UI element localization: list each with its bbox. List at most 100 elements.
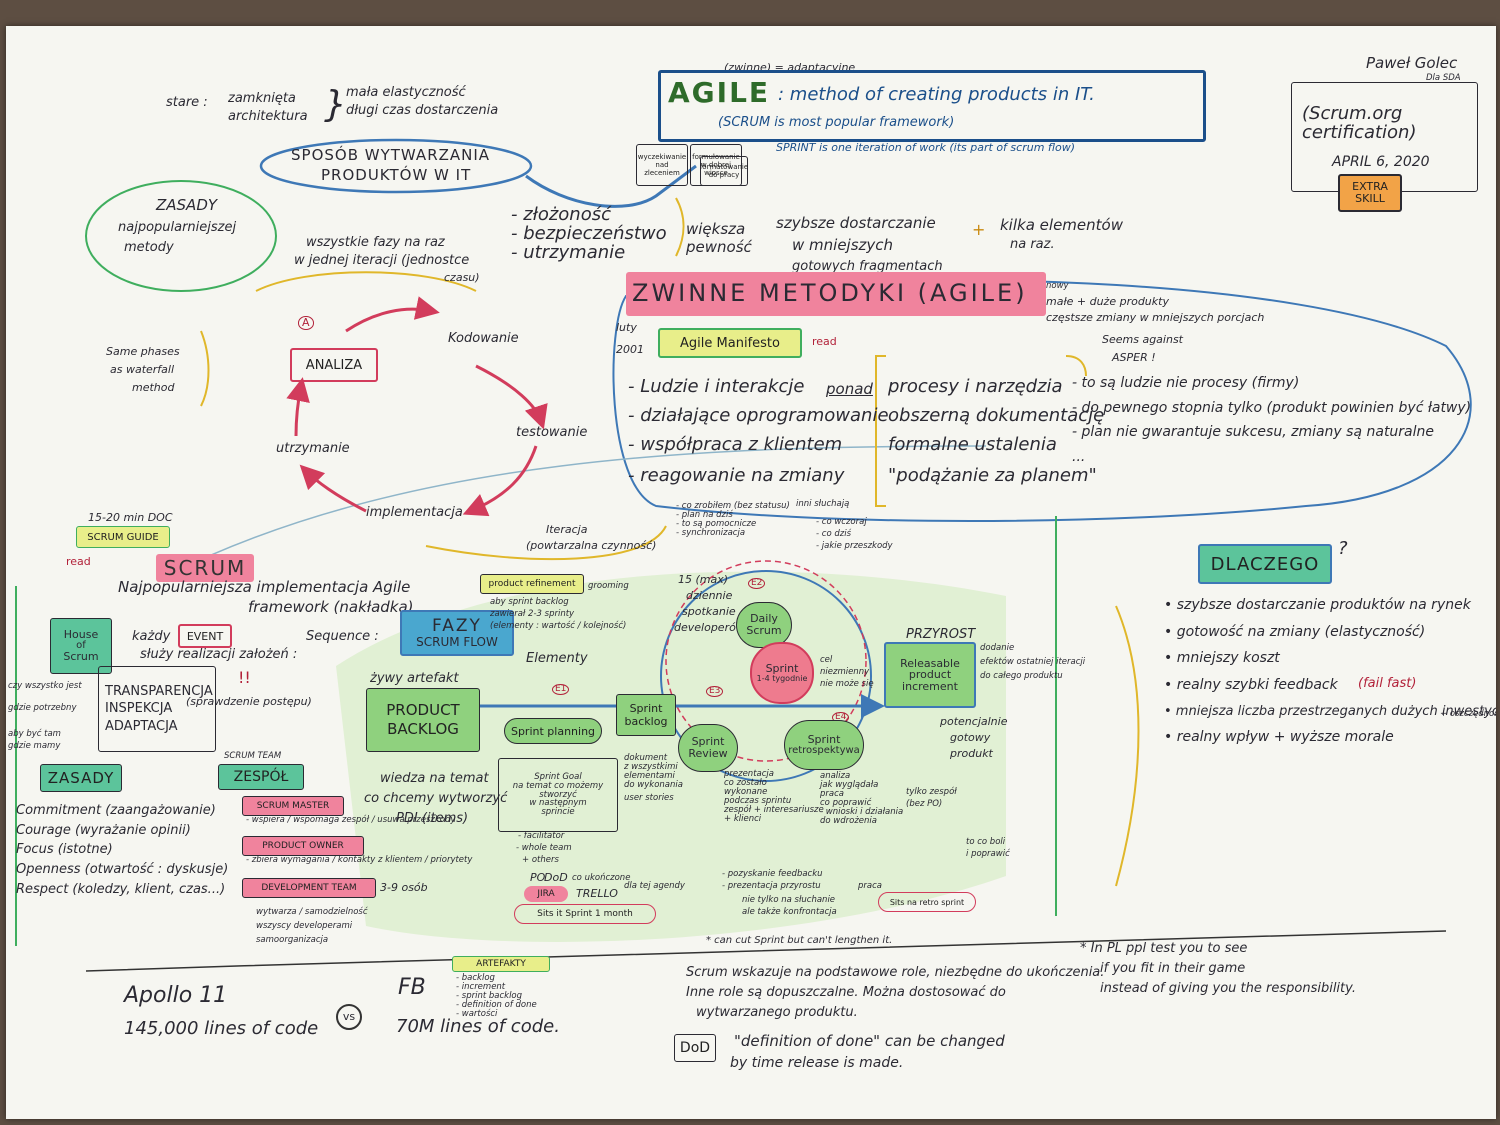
agile-scrum-note: (SCRUM is most popular framework) — [718, 115, 955, 130]
refinement-note-3: zawierał 2-3 sprinty — [490, 609, 575, 619]
house-of-scrum-box: House of Scrum — [50, 618, 112, 674]
manifesto-right: procesy i narzędzia obszerną dokumentacj… — [888, 376, 1104, 486]
asper-1: Seems against — [1102, 333, 1183, 346]
inc-note-2: efektów ostatniej iteracji — [980, 657, 1086, 667]
dlaczego-item: • szybsze dostarczanie produktów na ryne… — [1164, 597, 1471, 613]
dlaczego-item: • mniejsza liczba przestrzeganych dużych… — [1164, 703, 1496, 719]
dlaczego-list: • szybsze dostarczanie produktów na ryne… — [1164, 598, 1496, 745]
increment-line: increment — [902, 679, 958, 693]
iteracja-2: (powtarzalna czynność) — [526, 539, 657, 552]
fast-line-1: szybsze dostarczanie — [776, 214, 936, 232]
artifact-item: - definition of done — [456, 999, 537, 1010]
product-owner-note: - zbiera wymagania / kontakty z klientem… — [246, 855, 473, 865]
agile-definition: : method of creating products in IT. — [778, 84, 1095, 105]
agile-title: AGILE — [668, 76, 771, 109]
zasady-pop-line-2: najpopularniejszej — [118, 220, 237, 235]
manifesto-over: formalne ustalenia — [888, 433, 1057, 455]
artifacts-box: ARTEFAKTY — [452, 956, 550, 972]
cycle-implementacja: implementacja — [366, 505, 463, 520]
retro-note: - wnioski i działania — [820, 806, 904, 817]
daily-question: - synchronizacja — [676, 527, 746, 538]
inspekcja-note: (sprawdzenie postępu) — [186, 695, 312, 708]
author-sub: Dla SDA — [1426, 73, 1461, 83]
cycle-top-2: w jednej iteracji (jednostce — [294, 253, 470, 268]
scrum-guide-read: read — [66, 555, 91, 568]
facilitator-1: - facilitator — [518, 831, 565, 841]
review-note: prezentacja — [724, 769, 774, 779]
artifacts-list: - backlog - increment - sprint backlog -… — [456, 974, 537, 1019]
event-note: służy realizacji założeń : — [140, 647, 298, 662]
stamp-date: APRIL 6, 2020 — [1332, 153, 1430, 170]
manifesto-left: - Ludzie i interakcje - działające oprog… — [628, 377, 889, 486]
artifact-item: - wartości — [456, 1008, 498, 1019]
manifesto-over: "podążanie za planem" — [888, 464, 1097, 486]
daily-label-1: Daily — [750, 612, 778, 626]
refinement-note-2: aby sprint backlog — [490, 597, 569, 607]
planning-note: sprincie — [541, 807, 575, 818]
scrum-title: SCRUM — [156, 554, 254, 582]
house-left-2: gdzie potrzebny — [8, 703, 77, 713]
complexity-item: - złożoność — [511, 204, 612, 225]
extra-skill-badge: EXTRA SKILL — [1338, 174, 1402, 212]
daily-question: - co zrobiłem (bez statusu) — [676, 501, 790, 511]
cycle-analiza: ANALIZA — [290, 348, 378, 382]
old-brace: } — [324, 84, 347, 125]
praca-label: praca — [858, 881, 882, 891]
daily-questions: - co zrobiłem (bez statusu) - plan na dz… — [676, 502, 790, 538]
event-e2-marker: E2 — [748, 578, 766, 590]
agile-definition-box — [658, 70, 1206, 142]
review-note: podczas sprintu — [724, 795, 792, 806]
fazy-subtitle: SCRUM FLOW — [416, 634, 498, 649]
retro-label-1: Sprint — [807, 732, 841, 746]
cycle-top-1: wszystkie fazy na raz — [306, 235, 445, 250]
sprint-duration-2: dziennie — [686, 589, 733, 602]
apollo-lines: 145,000 lines of code — [124, 1018, 319, 1039]
zasady-item: Commitment (zaangażowanie) — [16, 803, 216, 818]
increment-line: product — [908, 668, 952, 682]
dev-team-size: 3-9 osób — [380, 881, 428, 894]
scrum-guide-box: SCRUM GUIDE — [76, 526, 170, 548]
trello-tag: TRELLO — [576, 887, 618, 900]
fazy-box: FAZY SCRUM FLOW — [400, 610, 514, 656]
old-result-2: długi czas dostarczenia — [346, 103, 499, 118]
zasady-item: Focus (istotne) — [16, 842, 113, 858]
refinement-note-4: (elementy : wartość / kolejność) — [490, 621, 627, 631]
zwinne-year-1: luty — [616, 321, 637, 334]
fb-title: FB — [398, 975, 426, 1000]
house-left-1: czy wszystko jest — [8, 681, 82, 691]
sprint-circle: Sprint 1-4 tygodnie — [750, 642, 814, 704]
sprint-cel-2: niezmienny — [820, 667, 870, 677]
scrum-desc-2: framework (nakładka) — [248, 598, 414, 616]
wiedza-1: wiedza na temat — [380, 771, 489, 786]
retro-note: jak wyglądała — [820, 779, 879, 790]
manifesto-read: read — [812, 335, 837, 348]
dod-label: DoD — [544, 871, 568, 884]
agile-manifesto-box: Agile Manifesto — [658, 328, 802, 358]
event-e1-marker: E1 — [552, 684, 570, 696]
review-notes: prezentacja co zostało wykonane podczas … — [724, 770, 824, 824]
manifesto-note: - to są ludzie nie procesy (firmy) — [1072, 375, 1300, 391]
house-kazdy: każdy — [132, 629, 171, 644]
dlaczego-item: • gotowość na zmiany (elastyczność) — [1164, 623, 1426, 640]
sprint-duration-1: 15 (max) — [678, 573, 729, 586]
retro-note-10: i poprawić — [966, 849, 1010, 859]
refinement-box: product refinement — [480, 574, 584, 594]
dev-note-1: wytwarza / samodzielność — [256, 907, 368, 917]
fast-line-2: w mniejszych — [792, 236, 894, 254]
dlaczego-item: • mniejszy koszt — [1164, 650, 1280, 667]
team-box: ZESPÓŁ — [218, 764, 304, 790]
roles-note-2: Inne role są dopuszczalne. Można dostoso… — [686, 985, 1006, 1000]
manifesto-over: procesy i narzędzia — [888, 376, 1063, 397]
sb-note: dokument — [624, 753, 668, 763]
sketch-strokes — [15, 138, 1472, 972]
planning-note: na temat co możemy — [512, 780, 604, 791]
cycle-utrzymanie: utrzymanie — [276, 441, 350, 456]
complexity-mid-2: pewność — [686, 238, 752, 256]
sprint-label: Sprint — [765, 662, 799, 676]
retro-note-7: tylko zespół — [906, 787, 957, 797]
sequence-label: Sequence : — [306, 629, 379, 644]
scrum-master-box: SCRUM MASTER — [242, 796, 344, 816]
old-line-2: architektura — [228, 109, 308, 124]
author-name: Paweł Golec — [1366, 54, 1458, 72]
house-label-2: of — [76, 639, 86, 651]
